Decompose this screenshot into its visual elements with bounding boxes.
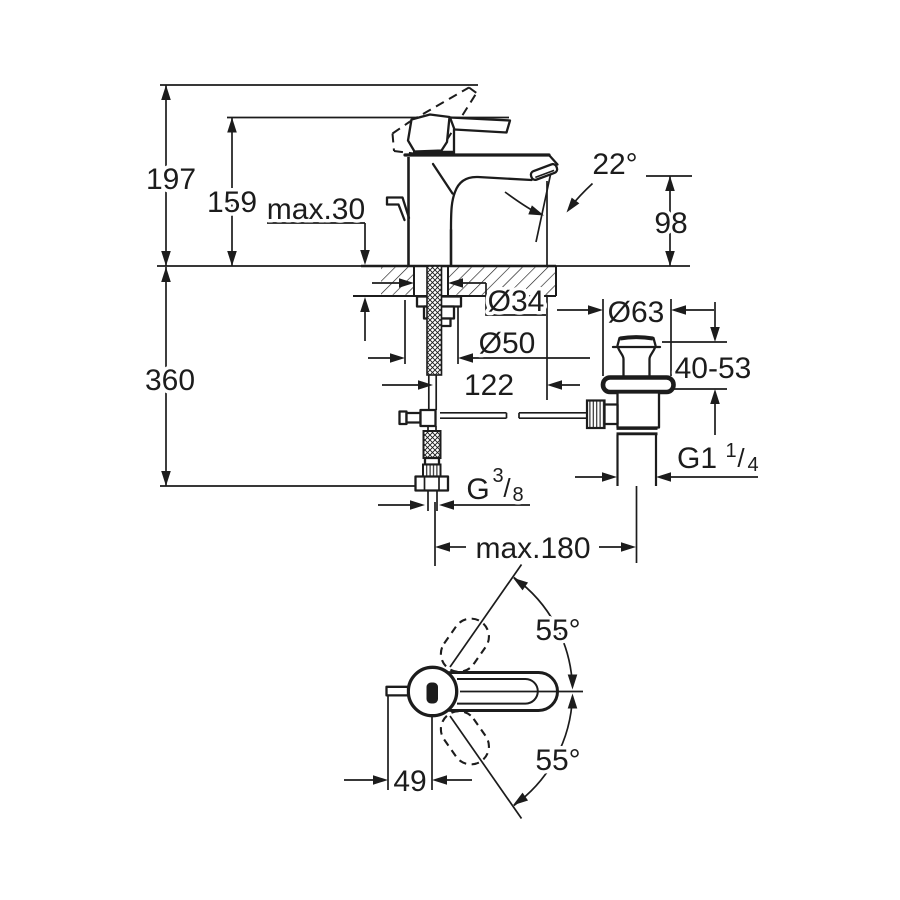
hub-slot — [426, 682, 438, 704]
dimension-49: 49 — [344, 696, 472, 802]
svg-text:98: 98 — [654, 207, 687, 240]
svg-text:G: G — [466, 473, 489, 506]
svg-text:55°: 55° — [535, 614, 580, 647]
svg-text:/: / — [737, 443, 745, 473]
dimension-d34: Ø34 — [372, 278, 548, 322]
dimension-55-lower: 55° — [532, 741, 584, 781]
svg-text:1: 1 — [725, 440, 736, 462]
svg-text:Ø50: Ø50 — [479, 327, 536, 360]
pop-up-waste — [585, 335, 676, 486]
dimension-122: 122 — [382, 366, 580, 406]
svg-text:159: 159 — [207, 186, 257, 219]
svg-text:/: / — [503, 473, 511, 503]
svg-text:22°: 22° — [592, 148, 637, 181]
dimension-360: 360 — [141, 267, 199, 486]
svg-text:Ø34: Ø34 — [488, 285, 545, 318]
dimension-22deg: 22° — [504, 145, 641, 220]
svg-text:max.180: max.180 — [475, 532, 590, 565]
dimension-g38: G 3 / 8 — [378, 462, 530, 510]
dimension-d50: Ø50 — [368, 324, 590, 364]
svg-text:Ø63: Ø63 — [608, 296, 665, 329]
pull-rod-knob — [385, 196, 411, 220]
lever-side — [448, 116, 512, 134]
dimension-197: 197 — [142, 85, 200, 266]
dimension-40-53: 40-53 — [671, 302, 755, 435]
handle-top-view — [385, 564, 583, 819]
dimension-max180: max.180 — [435, 529, 636, 569]
svg-text:122: 122 — [464, 369, 514, 402]
mounting-hardware — [398, 265, 463, 431]
aerator — [529, 162, 559, 182]
dimension-98: 98 — [651, 176, 691, 266]
faucet-side-view — [385, 86, 559, 266]
dimension-55-upper: 55° — [532, 611, 584, 651]
dimension-g114: G1 1 / 4 — [575, 437, 762, 482]
dimension-max30: max.30 — [263, 190, 370, 341]
svg-text:55°: 55° — [535, 744, 580, 777]
counter-section — [353, 264, 557, 297]
svg-text:197: 197 — [146, 163, 196, 196]
svg-text:360: 360 — [145, 364, 195, 397]
svg-text:8: 8 — [512, 484, 523, 506]
svg-text:40-53: 40-53 — [675, 352, 752, 385]
svg-text:G1: G1 — [677, 442, 717, 475]
svg-text:max.30: max.30 — [267, 193, 365, 226]
dimension-159: 159 — [203, 117, 261, 266]
svg-text:4: 4 — [747, 454, 758, 476]
rear-tab — [385, 685, 410, 697]
svg-text:3: 3 — [492, 465, 503, 487]
pop-up-rod — [440, 411, 589, 420]
supply-hose — [414, 430, 450, 511]
dimension-d63: Ø63 — [557, 293, 714, 333]
svg-text:49: 49 — [393, 765, 426, 798]
